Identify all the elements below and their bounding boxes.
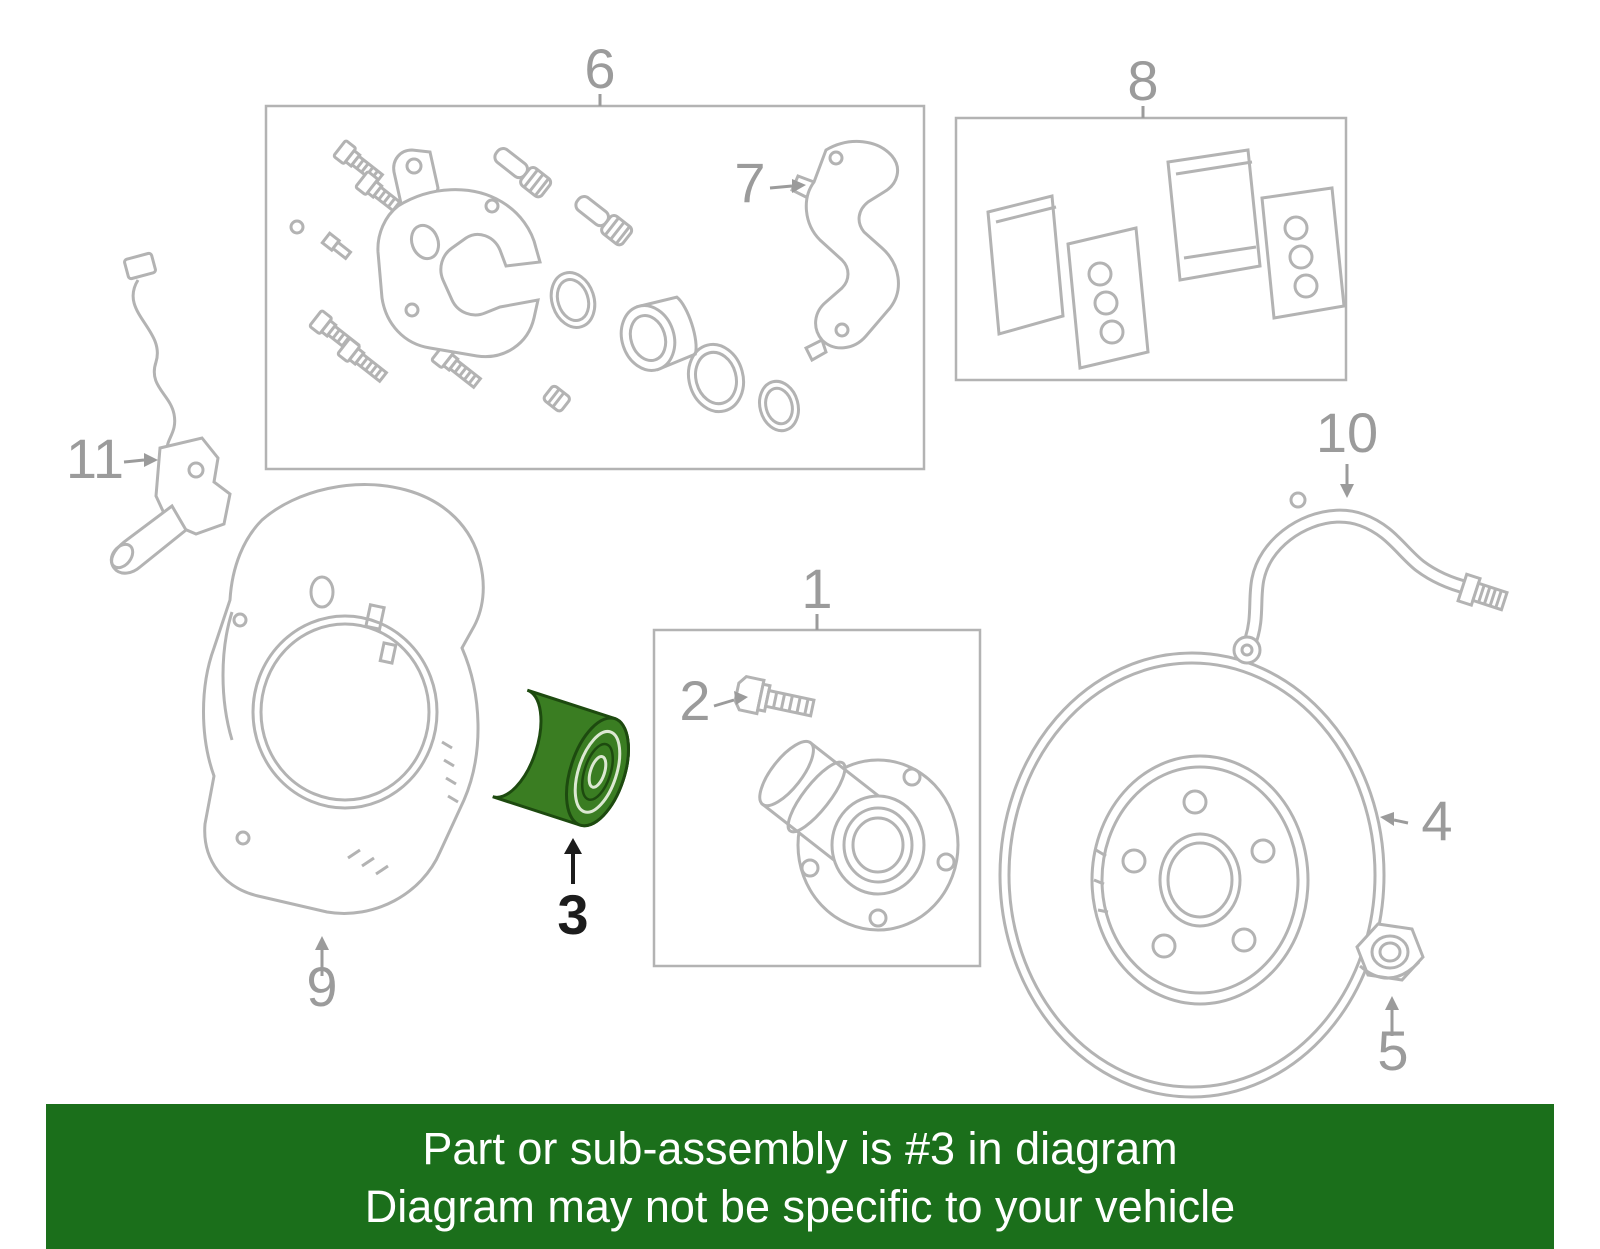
callout-5: 5 [1377, 1019, 1408, 1082]
callout-4: 4 [1421, 789, 1452, 852]
dust-shield-drawing [202, 483, 485, 915]
bearing-ring-inner [587, 754, 608, 789]
callout-8: 8 [1127, 49, 1158, 112]
banner-line2: Diagram may not be specific to your vehi… [364, 1180, 1236, 1232]
abs-sensor-drawing [109, 251, 232, 575]
caliper-bracket-drawing [790, 139, 900, 363]
bearing-face [565, 716, 630, 828]
hub-drawing [758, 739, 960, 932]
brake-pads-drawing [986, 148, 1346, 370]
brake-hose-drawing [1232, 491, 1509, 665]
bearing-ring-mid [580, 742, 615, 801]
highlight-banner: Part or sub-assembly is #3 in diagram Di… [46, 1104, 1554, 1249]
callout-6: 6 [584, 37, 615, 100]
diagram-canvas: 6 8 7 11 10 1 2 3 9 4 5 [66, 37, 1509, 1099]
wheel-bearing-highlighted [492, 688, 630, 828]
bearing-ring-outer [573, 729, 622, 814]
callout-3-highlighted: 3 [557, 883, 588, 946]
callout-2: 2 [679, 669, 710, 732]
hub-bolt-drawing [733, 674, 816, 718]
brake-pads-box [954, 116, 1348, 382]
caliper-assembly-box [264, 104, 926, 471]
lug-nut-drawing [1355, 922, 1425, 982]
callout-9: 9 [306, 955, 337, 1018]
callout-10: 10 [1316, 401, 1378, 464]
brake-rotor-drawing [998, 651, 1386, 1099]
banner-line1: Part or sub-assembly is #3 in diagram [422, 1122, 1178, 1174]
brake-caliper-drawing [289, 138, 800, 433]
callout-leaders [123, 94, 1409, 1036]
callout-1: 1 [801, 557, 832, 620]
callout-11: 11 [66, 427, 124, 490]
callout-7: 7 [734, 151, 765, 214]
